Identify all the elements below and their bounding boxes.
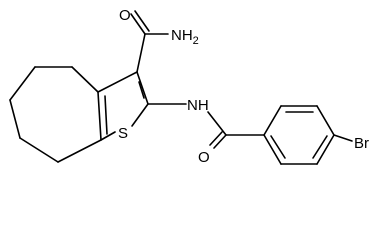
cycloheptane-ring: [9, 66, 102, 163]
thiophene-ring: [97, 71, 149, 141]
carboxamide-bonds: [130, 10, 169, 73]
bromine-label: Br: [354, 135, 369, 152]
amide-nitrogen-label: NH2: [171, 27, 199, 47]
sulfur-label: S: [118, 125, 128, 142]
amide-linker-bonds: [147, 103, 265, 149]
amide-oxygen-label: O: [119, 7, 131, 24]
structure-canvas: O NH2 S NH O Br: [9, 7, 369, 166]
chemical-structure: O NH2 S NH O Br: [9, 7, 369, 166]
nh-label: NH: [187, 97, 209, 114]
benzene-ring: [263, 105, 353, 165]
benzoyl-oxygen-label: O: [198, 149, 210, 166]
